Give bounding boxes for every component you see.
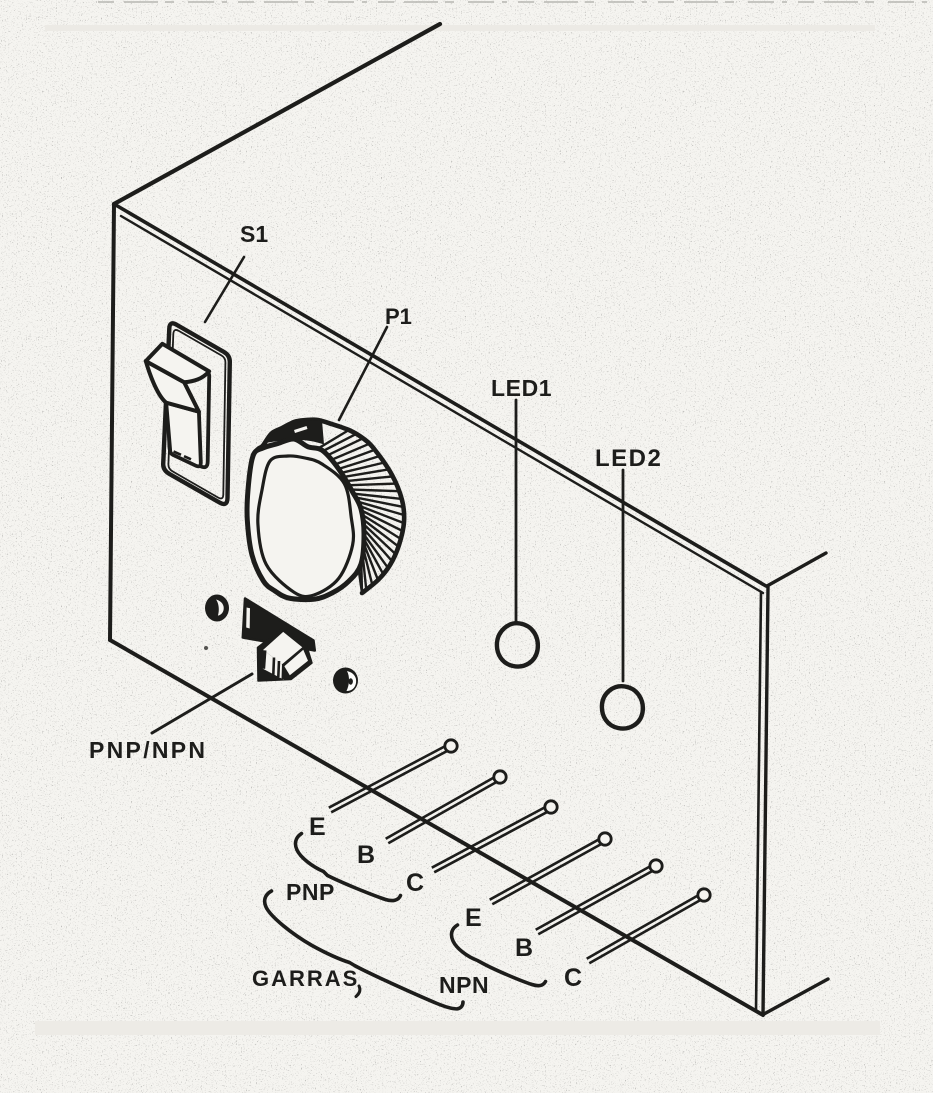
svg-text:B: B [357, 841, 375, 869]
svg-text:LED1: LED1 [491, 375, 552, 401]
svg-text:E: E [309, 813, 326, 841]
svg-text:PNP/NPN: PNP/NPN [89, 737, 207, 763]
svg-text:LED2: LED2 [595, 445, 662, 472]
svg-text:GARRAS: GARRAS [252, 966, 359, 991]
svg-text:C: C [406, 869, 424, 897]
svg-text:NPN: NPN [439, 972, 489, 998]
svg-text:PNP: PNP [286, 879, 335, 905]
svg-text:E: E [465, 904, 482, 932]
svg-text:B: B [515, 934, 533, 962]
svg-text:C: C [564, 964, 582, 992]
svg-text:P1: P1 [385, 304, 412, 329]
svg-text:S1: S1 [240, 221, 268, 247]
